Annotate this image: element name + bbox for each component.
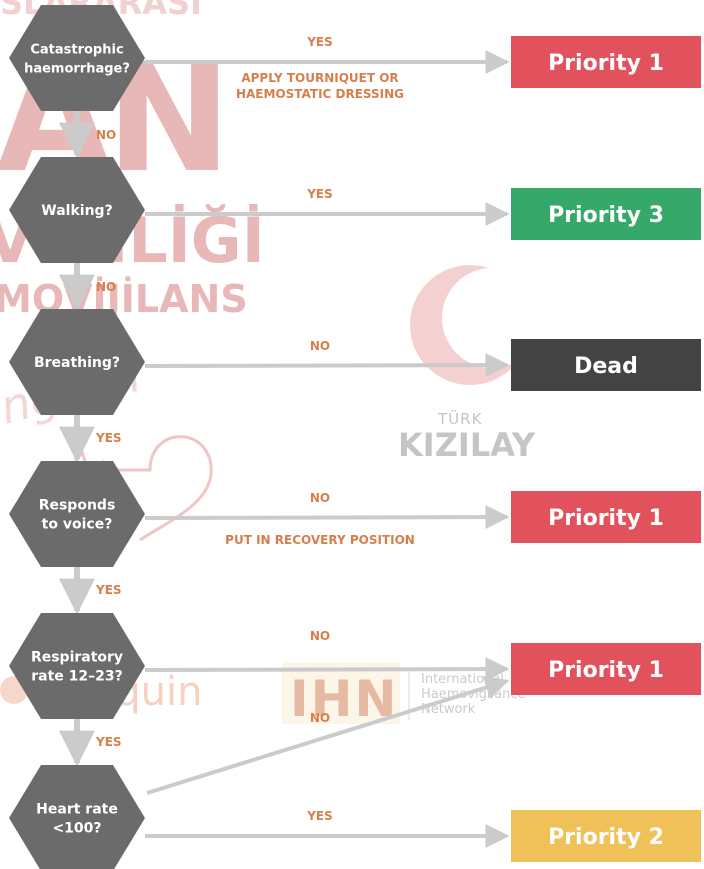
outcome-box [511,339,701,391]
decision-question: <100? [52,821,101,837]
outcome-label: Dead [574,354,638,379]
outcome-label: Priority 3 [548,203,664,228]
decision-question: Walking? [41,203,112,219]
watermark-line4: MOVİJİLANS [0,277,248,321]
branch-label: NO [310,339,330,353]
watermark-kizilay: KIZILAY [398,426,536,464]
branch-label: NO [310,491,330,505]
vertical-label: YES [95,583,122,597]
decision-question: to voice? [42,517,113,533]
outcome-box [511,643,701,695]
branch-note: PUT IN RECOVERY POSITION [225,533,415,547]
decision-question: haemorrhage? [24,62,130,77]
decision-hexagon [9,309,145,415]
outcome-box [511,36,701,88]
decision-nodes: Catastrophic haemorrhage? Walking? Breathin… [9,5,145,869]
outcome-box [511,810,701,862]
outcome-label: Priority 2 [548,825,664,850]
vertical-label: NO [96,280,116,294]
branch-label: YES [306,809,333,823]
decision-question: Respiratory [31,650,123,666]
branch-arrow [144,505,510,530]
heart-pulse-icon [40,435,213,542]
decision-hexagon [9,613,145,719]
outcome-label: Priority 1 [548,506,664,531]
diagonal-label: NO [310,711,330,725]
watermark-ihn: IHN [290,670,398,728]
watermark-ihn-caption: Haemovigilance [421,687,526,702]
branch-label: YES [306,35,333,49]
branch-arrow [144,657,510,682]
outcome-label: Priority 1 [548,658,664,683]
decision-question: Heart rate [36,802,118,818]
vertical-label: NO [96,128,116,142]
vertical-label: YES [95,431,122,445]
decision-question: rate 12–23? [31,669,123,685]
decision-hexagon [9,461,145,567]
connectors [59,50,510,848]
watermark-kizilay-small: TÜRK [437,409,483,428]
branch-note: HAEMOSTATIC DRESSING [236,87,404,101]
decision-hexagon [9,157,145,263]
branch-label: NO [310,629,330,643]
decision-question: Responds [39,498,116,514]
ihn-logo-bg [282,662,400,724]
decision-hexagon [9,5,145,111]
branch-labels: YES APPLY TOURNIQUET OR HAEMOSTATIC DRESSI… [95,35,415,823]
decision-question: Breathing? [34,355,120,371]
branch-arrow [144,353,510,378]
vertical-label: YES [95,735,122,749]
outcome-box [511,491,701,543]
branch-note: APPLY TOURNIQUET OR [241,71,398,85]
watermark-ihn-caption: Network [421,702,476,717]
branch-label: YES [306,187,333,201]
diagonal-arrow [146,675,510,795]
decision-hexagon [9,765,145,869]
outcome-label: Priority 1 [548,51,664,76]
outcome-box [511,188,701,240]
decision-question: Catastrophic [30,43,123,58]
